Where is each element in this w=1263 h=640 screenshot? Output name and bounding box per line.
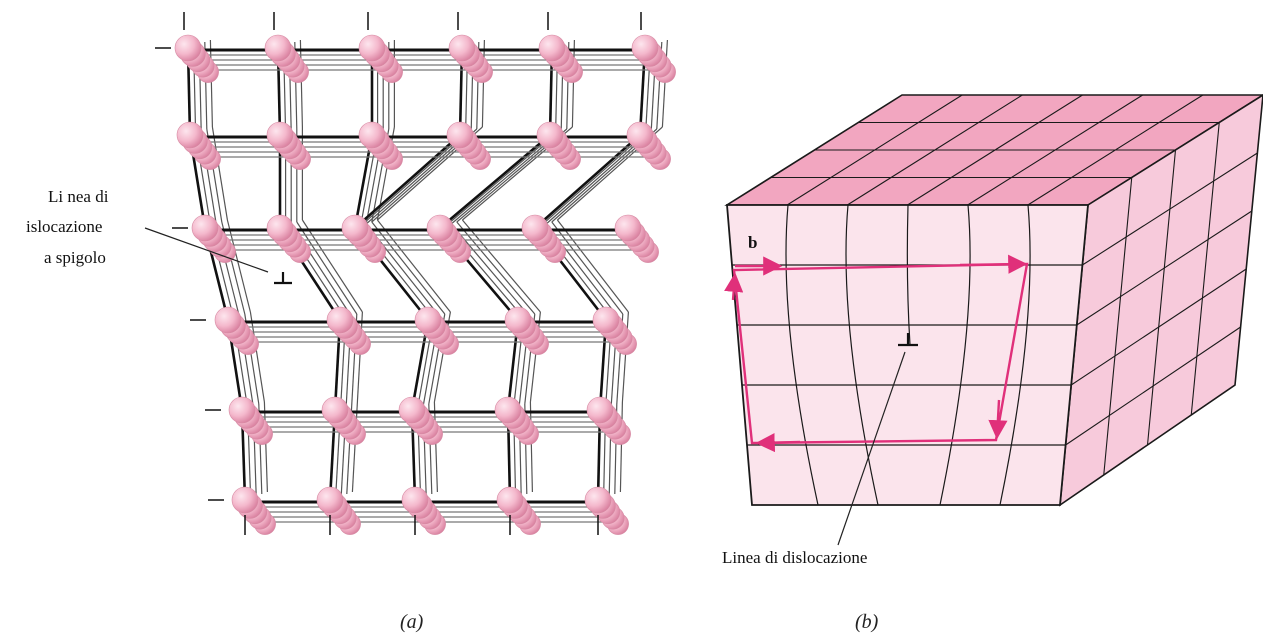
vertical-bond — [540, 132, 646, 227]
lattice-atom — [264, 34, 292, 62]
lattice-atom — [326, 306, 354, 334]
vertical-bond — [481, 39, 485, 128]
lattice-atom — [266, 121, 294, 149]
side-grid-line — [1076, 210, 1253, 326]
vertical-bond — [211, 126, 228, 221]
edge-dislocation-label-line1: Li nea di — [48, 187, 109, 206]
lattice-atom — [341, 214, 369, 242]
side-grid-line — [1070, 268, 1247, 386]
vertical-bond — [456, 221, 536, 315]
front-column-line — [999, 204, 1031, 506]
edge-dislocation-label-line2: islocazione — [26, 217, 102, 236]
lattice-atom — [321, 396, 349, 424]
lattice-atoms — [174, 34, 676, 535]
lattice-atom — [494, 396, 522, 424]
lattice-atom — [521, 214, 549, 242]
lattice-atom — [266, 214, 294, 242]
vertical-bond — [551, 221, 624, 315]
vertical-bond — [354, 134, 461, 229]
leader-line-a — [144, 227, 269, 273]
lattice-atom — [631, 34, 659, 62]
vertical-bond — [439, 134, 551, 229]
lattice-atom — [626, 121, 654, 149]
lattice-atom — [584, 486, 612, 514]
lattice-atom — [398, 396, 426, 424]
lattice-atom — [176, 121, 204, 149]
edge-dislocation-label-line3: a spigolo — [44, 248, 106, 267]
lattice-atom — [231, 486, 259, 514]
vertical-bond — [571, 39, 575, 128]
vertical-bond — [433, 401, 438, 493]
lattice-atom — [414, 306, 442, 334]
lattice-atom — [191, 214, 219, 242]
lattice-atom — [592, 306, 620, 334]
vertical-bond — [299, 39, 303, 128]
lattice-atom — [358, 121, 386, 149]
vertical-bond — [360, 132, 466, 227]
lattice-atom — [586, 396, 614, 424]
caption-b: (b) — [855, 611, 879, 633]
side-grid-line — [1065, 326, 1241, 446]
lattice-atom — [448, 34, 476, 62]
lattice-atom — [401, 486, 429, 514]
lattice-atom — [446, 121, 474, 149]
vertical-bond — [226, 219, 251, 313]
vertical-bond — [529, 401, 533, 493]
edge-dislocation-symbol — [898, 333, 918, 347]
side-grid-line — [1146, 149, 1177, 446]
side-grid-line — [1082, 152, 1258, 266]
lattice-tick-marks — [155, 12, 642, 535]
panel-b-crystal-block: b Linea di dislocazione (b) — [722, 94, 1263, 633]
lattice-atom — [426, 214, 454, 242]
lattice-atom — [614, 214, 642, 242]
vertical-bond — [661, 39, 668, 128]
lattice-atom — [316, 486, 344, 514]
side-grid-line — [1190, 122, 1220, 416]
lattice-atom — [504, 306, 532, 334]
lattice-atom — [538, 34, 566, 62]
vertical-bond — [621, 311, 629, 403]
dislocation-line-label: Linea di dislocazione — [722, 548, 867, 567]
front-column-line — [939, 204, 971, 506]
lattice-atom — [496, 486, 524, 514]
vertical-bond — [534, 134, 641, 229]
caption-a: (a) — [400, 611, 424, 633]
half-plane-line — [906, 204, 911, 346]
vertical-bond — [249, 311, 265, 403]
burgers-circuit — [724, 254, 1029, 453]
vertical-bond — [445, 132, 556, 227]
lattice-atom — [536, 121, 564, 149]
panel-a-edge-dislocation-lattice: Li nea di islocazione a spigolo (a) — [26, 12, 676, 633]
side-grid-line — [1103, 177, 1133, 476]
front-column-line — [785, 204, 819, 506]
lattice-atom — [228, 396, 256, 424]
vertical-bond — [263, 401, 268, 493]
leader-line-b — [837, 351, 906, 546]
vertical-bond — [371, 221, 446, 315]
burgers-vector-label: b — [748, 233, 757, 252]
lattice-atom — [358, 34, 386, 62]
vertical-bond — [619, 401, 623, 493]
lattice-atom — [214, 306, 242, 334]
lattice-bonds — [186, 39, 668, 523]
vertical-bond — [209, 39, 213, 128]
lattice-atom — [174, 34, 202, 62]
vertical-bond — [296, 221, 358, 315]
edge-dislocation-symbol — [274, 272, 292, 285]
